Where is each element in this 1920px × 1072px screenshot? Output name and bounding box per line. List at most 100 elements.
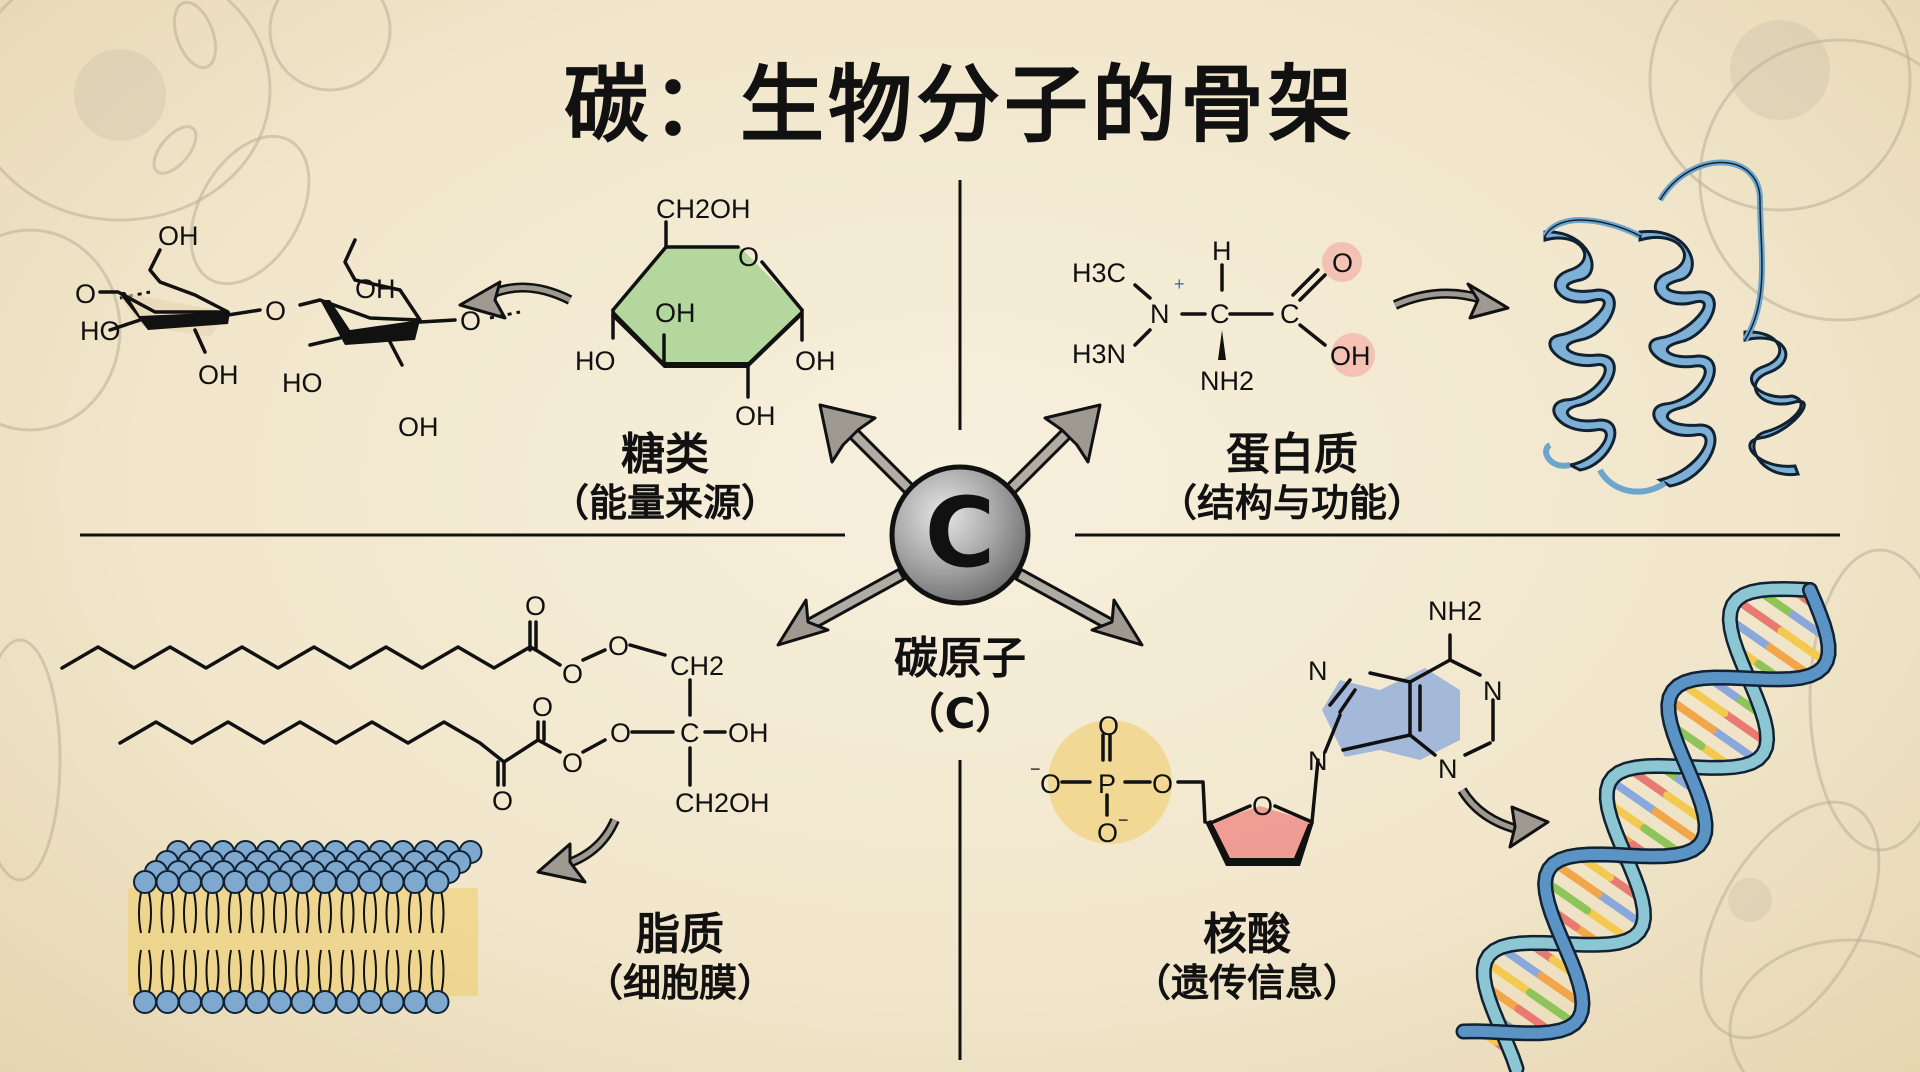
phospholipid-tail xyxy=(373,949,377,993)
phospholipid-tail xyxy=(148,892,152,934)
phospholipid-tail xyxy=(350,892,355,934)
phospholipid-tail xyxy=(430,949,435,993)
carbon-atom-sphere xyxy=(889,464,1031,606)
carbohydrate-subtitle: （能量来源） xyxy=(550,481,779,525)
lipid-label-o-4: O xyxy=(532,692,553,722)
nucleic-acid-subtitle: （遗传信息） xyxy=(1132,961,1361,1005)
protein-label-alpha-c: C xyxy=(1210,299,1230,329)
protein-label-h: H xyxy=(1212,236,1232,266)
protein-label-oh: OH xyxy=(1330,341,1371,371)
polymer-label-ho-1: HO xyxy=(80,316,121,346)
phospholipid-tail xyxy=(215,949,220,993)
polysaccharide-chain: OH O HO OH O OH HO O OH xyxy=(75,221,521,442)
triglyceride-structure: O O O CH2 O O O O C OH CH2OH xyxy=(60,591,770,818)
protein-label-nh2: NH2 xyxy=(1200,366,1254,396)
lipid-label-o-7: O xyxy=(610,718,631,748)
polymer-label-o-3: O xyxy=(460,306,481,336)
protein-label-n: N xyxy=(1150,299,1170,329)
arrow-to-protein xyxy=(993,403,1102,507)
phospholipid-tail xyxy=(250,892,255,934)
carbohydrate-polymer-arrow xyxy=(458,280,573,320)
polymer-label-oh-2: OH xyxy=(198,360,239,390)
glucose-label-oh-inner: OH xyxy=(655,298,696,328)
phospholipid-tail xyxy=(148,949,152,993)
carbohydrate-title: 糖类 xyxy=(621,429,709,480)
base-pair-half xyxy=(1777,627,1831,667)
lipid-label-o-1: O xyxy=(525,591,546,621)
glucose-label-ch2oh: CH2OH xyxy=(656,194,751,224)
phospholipid-tail xyxy=(340,949,345,993)
phospholipid-tail xyxy=(273,949,277,993)
lipid-label-ch2: CH2 xyxy=(670,651,724,681)
phospholipid-tail xyxy=(430,892,435,934)
phospholipid-tail xyxy=(250,949,255,993)
phospholipid-tail xyxy=(385,949,390,993)
protein-label-h3c: H3C xyxy=(1072,258,1126,288)
base-pair-half xyxy=(1606,776,1660,816)
carbon-atom-sublabel: （C） xyxy=(902,689,1018,738)
base-pair-half xyxy=(1651,807,1705,848)
cell-sketch-top-left xyxy=(0,0,392,432)
protein-subtitle: （结构与功能） xyxy=(1158,481,1425,525)
lipid-label-c: C xyxy=(680,718,700,748)
phospholipid-tail xyxy=(138,949,142,993)
phospholipid-tail xyxy=(170,949,175,993)
phospholipid-tail xyxy=(228,949,232,993)
phospholipid-tail xyxy=(305,892,310,934)
lipid-label-ch2oh: CH2OH xyxy=(675,788,770,818)
polymer-label-oh-4: OH xyxy=(398,412,439,442)
cell-membrane-bilayer xyxy=(128,840,483,1014)
lipid-label-o-3: O xyxy=(608,631,629,661)
base-pair-half xyxy=(1594,889,1647,929)
base-pair-half xyxy=(1550,859,1603,898)
polymer-label-oh-3: OH xyxy=(355,274,396,304)
phospholipid-tail xyxy=(328,949,332,993)
ribose-label-ring-o: O xyxy=(1252,791,1273,821)
lipid-label-o-6: O xyxy=(562,748,583,778)
phospholipid-tail xyxy=(260,949,265,993)
phospholipid-tail xyxy=(183,949,187,993)
phospholipid-tail xyxy=(385,892,390,934)
phospholipid-tail xyxy=(295,949,300,993)
carbon-atom-label: 碳原子 xyxy=(894,633,1026,684)
phospholipid-tail xyxy=(363,949,367,993)
phosphate-label-o-minus-bottom: O xyxy=(1097,818,1118,848)
glucose-label-oh-bottom: OH xyxy=(735,401,776,431)
amino-acid-structure: H3C N + H3N H C C NH2 O OH xyxy=(1072,236,1375,396)
phosphate-charge-bottom: − xyxy=(1118,810,1129,830)
protein-helix-bundle xyxy=(1542,159,1806,495)
base-pair-half xyxy=(1481,957,1534,997)
nucleotide-label-n9: N xyxy=(1308,746,1328,776)
phospholipid-tail xyxy=(395,892,400,934)
lipid-label-o-5: O xyxy=(492,786,513,816)
phospholipid-tail xyxy=(193,892,197,934)
nucleotide-label-nh2: NH2 xyxy=(1428,596,1482,626)
cell-sketch-left xyxy=(0,638,62,882)
phospholipid-tail xyxy=(418,892,422,934)
sugar-phosphate-backbone xyxy=(1458,584,1834,1039)
cell-sketch-bottom-right xyxy=(1699,548,1920,1072)
phospholipid-tail xyxy=(305,949,310,993)
phospholipid-tail xyxy=(318,949,322,993)
page-title: 碳：生物分子的骨架 xyxy=(563,56,1356,154)
phospholipid-tail xyxy=(138,892,142,934)
lipid-label-o-2: O xyxy=(562,659,583,689)
glucose-label-oh-right: OH xyxy=(795,346,836,376)
phosphate-label-o-minus-left: O xyxy=(1040,769,1061,799)
phosphate-label-o-ester: O xyxy=(1152,769,1173,799)
protein-label-h3n: H3N xyxy=(1072,339,1126,369)
phospholipid-tail xyxy=(350,949,355,993)
phosphate-charge-left: − xyxy=(1030,759,1041,779)
phospholipid-tail xyxy=(215,892,220,934)
phospholipid-tail xyxy=(440,949,445,993)
nucleotide-structure: NH2 N N N N O P O O O O − − xyxy=(1030,596,1503,866)
phospholipid-tail xyxy=(228,892,232,934)
glucose-label-ring-o: O xyxy=(738,242,759,272)
phospholipid-tail xyxy=(183,892,187,934)
phospholipid-tail xyxy=(238,949,242,993)
phospholipid-tail xyxy=(260,892,265,934)
